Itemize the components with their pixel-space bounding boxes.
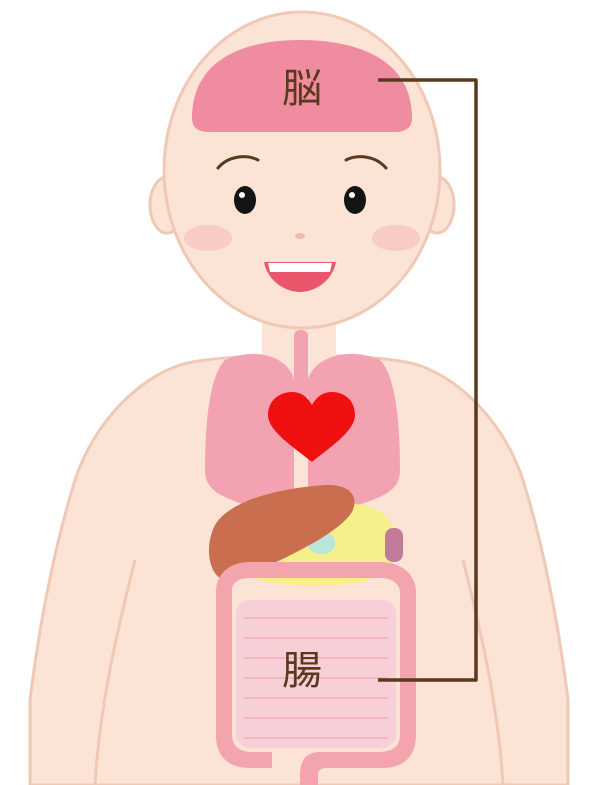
left-cheek: [184, 225, 232, 251]
gut-label: 腸: [282, 648, 322, 694]
right-eye-highlight: [349, 192, 355, 198]
trachea: [294, 330, 308, 400]
nose: [295, 233, 305, 239]
left-eye: [234, 186, 256, 214]
right-cheek: [372, 225, 420, 251]
left-eye-highlight: [239, 192, 245, 198]
brain-label: 脳: [282, 66, 322, 112]
teeth: [268, 263, 332, 272]
spleen: [385, 528, 403, 562]
right-eye: [344, 186, 366, 214]
